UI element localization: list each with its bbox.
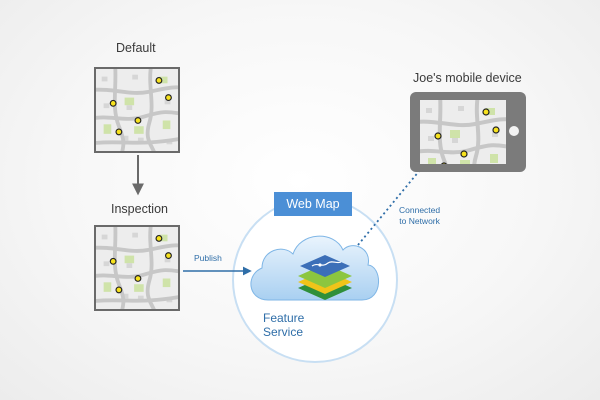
map-road (96, 85, 178, 95)
map-park (486, 108, 495, 115)
map-road (96, 110, 178, 121)
inspection-point-marker (109, 99, 117, 107)
map-road (96, 295, 178, 303)
map-building (492, 132, 498, 137)
map-park (490, 154, 498, 163)
inspection-point-marker (434, 132, 442, 140)
map-road (145, 227, 156, 309)
network-connection-line (357, 169, 421, 246)
map-park (134, 284, 144, 292)
web-map-button[interactable]: Web Map (274, 192, 352, 216)
inspection-label: Inspection (111, 202, 168, 216)
map-road (145, 69, 156, 151)
inspection-point-marker (134, 117, 142, 124)
inspection-point-marker (441, 162, 447, 164)
connected-label-line2: to Network (399, 216, 440, 226)
map-building (458, 106, 464, 111)
connected-label-line1: Connected (399, 205, 441, 215)
default-map-thumbnail[interactable] (94, 67, 180, 153)
map-road (96, 243, 178, 253)
map-building (426, 108, 432, 113)
map-road (420, 117, 506, 128)
map-park (103, 124, 112, 134)
map-park (124, 255, 135, 264)
map-road (112, 69, 126, 151)
map-road (96, 137, 178, 145)
map-building (122, 135, 129, 141)
map-building (164, 257, 171, 263)
map-park (103, 282, 112, 292)
map-park (162, 278, 171, 288)
inspection-point-marker (115, 128, 123, 136)
map-park (158, 234, 168, 242)
inspection-point-marker (155, 77, 163, 84)
map-building (126, 263, 133, 268)
map-road (420, 143, 506, 155)
tablet-icon (410, 92, 526, 172)
street-map-icon (420, 100, 506, 164)
device-home-button[interactable] (509, 126, 519, 136)
map-building (137, 137, 144, 143)
street-map-icon (96, 69, 178, 151)
map-building (103, 103, 110, 109)
inspection-point-marker (492, 126, 500, 134)
inspection-point-marker (109, 257, 117, 265)
map-road (96, 268, 178, 279)
feature-service-label: Feature Service (263, 311, 304, 339)
map-park (134, 126, 144, 134)
device-map-screen[interactable] (420, 100, 506, 164)
device-label: Joe's mobile device (413, 71, 522, 85)
inspection-map-thumbnail[interactable] (94, 225, 180, 311)
map-building (132, 74, 138, 80)
map-building (452, 138, 458, 143)
map-building (103, 261, 110, 267)
map-road (472, 100, 481, 164)
map-building (122, 293, 129, 299)
feature-service-line1: Feature (263, 311, 305, 325)
street-map-icon (96, 227, 178, 309)
map-building (137, 295, 144, 301)
map-building (132, 232, 138, 238)
map-road (112, 227, 126, 309)
map-building (101, 234, 108, 240)
feature-service-line2: Service (263, 325, 304, 339)
inspection-point-marker (165, 94, 172, 102)
inspection-point-marker (134, 275, 142, 282)
inspection-point-marker (115, 286, 123, 294)
publish-label: Publish (194, 253, 222, 263)
map-park (460, 160, 470, 164)
map-building (126, 105, 133, 110)
feature-layers-icon (298, 255, 352, 300)
inspection-point-marker (165, 252, 172, 260)
map-road (437, 100, 448, 164)
map-park (428, 158, 436, 164)
inspection-point-marker (155, 235, 163, 242)
map-building (428, 136, 434, 141)
map-park (158, 76, 168, 84)
connected-label: Connected to Network (399, 205, 440, 227)
inspection-point-marker (482, 108, 490, 116)
map-park (124, 97, 135, 106)
default-label: Default (116, 41, 156, 55)
inspection-point-marker (460, 150, 468, 158)
map-building (164, 99, 171, 105)
map-park (450, 130, 460, 138)
map-building (101, 76, 108, 82)
map-park (162, 120, 171, 130)
